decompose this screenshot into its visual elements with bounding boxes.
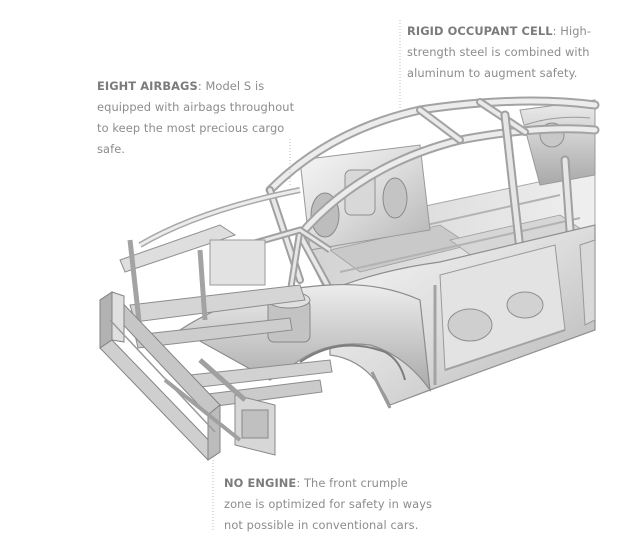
callout-no-engine-title: NO ENGINE <box>224 476 297 490</box>
callout-airbags-text: : Model S is equipped with airbags throu… <box>97 79 295 156</box>
callout-no-engine: NO ENGINE: The front crumple zone is opt… <box>224 473 434 536</box>
callout-eight-airbags: EIGHT AIRBAGS: Model S is equipped with … <box>97 76 307 160</box>
front-bumper-beam <box>99 291 221 461</box>
front-frame-rails <box>119 187 333 409</box>
callout-occupant-cell-title: RIGID OCCUPANT CELL <box>407 24 553 38</box>
callout-airbags-title: EIGHT AIRBAGS <box>97 79 198 93</box>
callout-no-engine-text: : The front crumple zone is optimized fo… <box>224 476 433 532</box>
front-crash-frame <box>163 358 276 456</box>
rear-structure <box>519 99 596 186</box>
callout-rigid-occupant-cell: RIGID OCCUPANT CELL: High-strength steel… <box>407 21 597 84</box>
roof-frame <box>265 96 600 305</box>
callout-occupant-cell-text: : High-strength steel is combined with a… <box>407 24 592 80</box>
